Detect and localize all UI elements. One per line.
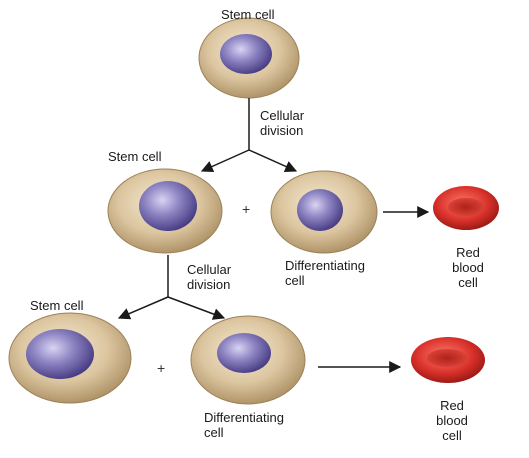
- bottom-red-blood-cell: [411, 337, 485, 383]
- mid-differentiating-cell: [270, 170, 378, 254]
- bottom-rbc-label-line-1: Red: [440, 398, 464, 413]
- bottom-rbc-label-line-3: cell: [442, 428, 462, 443]
- bottom-stem-cell: [8, 312, 132, 404]
- division-2-label-line-1: Cellular: [187, 262, 232, 277]
- division-1-label-line-1: Cellular: [260, 108, 305, 123]
- top-stem-cell-label: Stem cell: [221, 7, 275, 22]
- top-stem-cell-nucleus: [220, 34, 272, 74]
- division-1-label: Cellular division: [260, 108, 304, 138]
- division-2-label: Cellular division: [187, 262, 231, 292]
- mid-rbc-label-line-1: Red: [456, 245, 480, 260]
- top-stem-cell: [198, 17, 300, 99]
- mid-red-blood-cell: [433, 186, 499, 230]
- mid-differentiating-label-line-1: Differentiating: [285, 258, 365, 273]
- division-2-label-line-2: division: [187, 277, 231, 292]
- mid-stem-cell-nucleus: [139, 181, 197, 231]
- bottom-differentiating-label-line-2: cell: [204, 425, 224, 440]
- bottom-stem-cell-nucleus: [26, 329, 94, 379]
- division-1-label-line-2: division: [260, 123, 304, 138]
- bottom-rbc-label: Red blood cell: [432, 398, 472, 443]
- division-2-arrows: [117, 255, 226, 320]
- mid-differentiating-label-line-2: cell: [285, 273, 305, 288]
- bottom-differentiating-label-line-1: Differentiating: [204, 410, 284, 425]
- bottom-differentiating-label: Differentiating cell: [204, 410, 284, 440]
- mid-rbc-label: Red blood cell: [448, 245, 488, 290]
- bottom-plus-sign: +: [157, 360, 166, 376]
- mid-differentiating-label: Differentiating cell: [285, 258, 365, 288]
- bottom-rbc-label-line-2: blood: [436, 413, 468, 428]
- mid-stem-cell: [107, 168, 223, 254]
- mid-rbc-label-line-2: blood: [452, 260, 484, 275]
- bottom-differentiating-cell: [190, 315, 306, 405]
- mid-plus-sign: +: [242, 201, 251, 217]
- mid-differentiating-nucleus: [297, 189, 343, 231]
- division-1-arrows: [200, 98, 298, 173]
- mid-stem-cell-label: Stem cell: [108, 149, 162, 164]
- bottom-differentiating-nucleus: [217, 333, 271, 373]
- mid-rbc-label-line-3: cell: [458, 275, 478, 290]
- bottom-stem-cell-label: Stem cell: [30, 298, 84, 313]
